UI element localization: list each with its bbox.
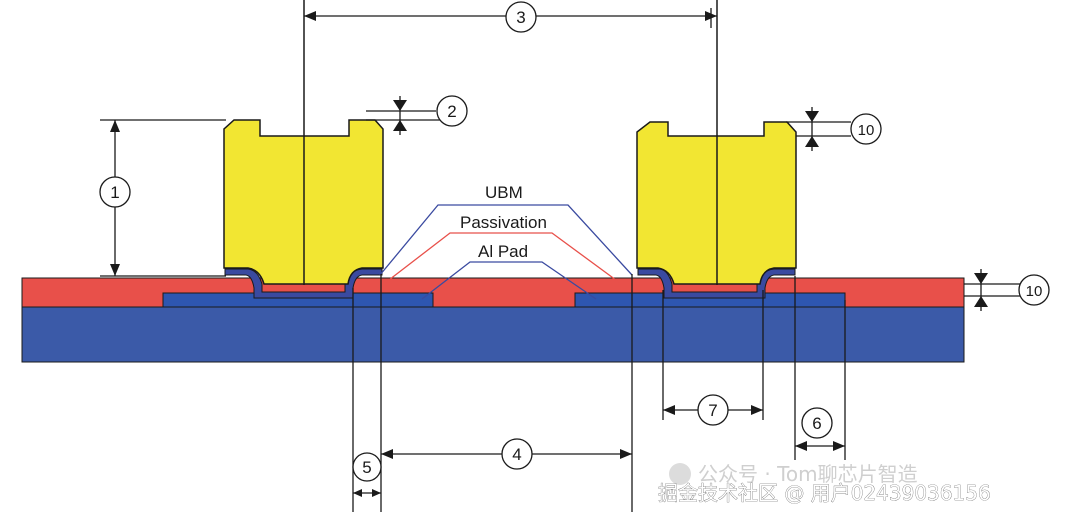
dimension-3: 3 (304, 1, 717, 33)
label-leaders (379, 204, 633, 300)
dimension-4: 4 (381, 438, 632, 470)
dimension-5-label: 5 (362, 458, 371, 477)
al-pad-label: Al Pad (478, 242, 528, 261)
dimension-5: 5 (352, 452, 382, 497)
ubm-left (224, 268, 383, 299)
watermark-line-1: 公众号 · Tom聊芯片智造 (698, 462, 918, 486)
dimension-1: 1 (99, 119, 226, 277)
dimension-4-label: 4 (512, 445, 521, 464)
ubm-right (637, 268, 796, 299)
dimension-10-top: 10 (786, 107, 882, 151)
dimension-6: 6 (795, 407, 845, 451)
dimension-10-top-label: 10 (858, 122, 875, 139)
passivation-label: Passivation (460, 213, 547, 232)
watermark-line-2: 掘金技术社区 @ 用户02439036156 (658, 481, 991, 505)
dimension-2: 2 (366, 95, 468, 135)
dimension-2-label: 2 (447, 102, 456, 121)
dimension-3-label: 3 (516, 8, 525, 27)
dimension-6-label: 6 (812, 414, 821, 433)
dimension-7-label: 7 (708, 401, 717, 420)
passivation-leader (384, 232, 621, 284)
extension-lines (352, 274, 846, 512)
ubm-label: UBM (485, 183, 523, 202)
dimension-10-side-label: 10 (1026, 283, 1043, 300)
al-pad-leader (421, 261, 597, 300)
dimension-7: 7 (663, 394, 763, 426)
ubm-leader (379, 204, 633, 276)
wechat-icon (669, 463, 691, 485)
watermark: 公众号 · Tom聊芯片智造 掘金技术社区 @ 用户02439036156 (658, 462, 991, 505)
dimension-1-label: 1 (110, 183, 119, 202)
dimension-10-side: 10 (964, 269, 1050, 311)
substrate-layer (21, 306, 965, 363)
